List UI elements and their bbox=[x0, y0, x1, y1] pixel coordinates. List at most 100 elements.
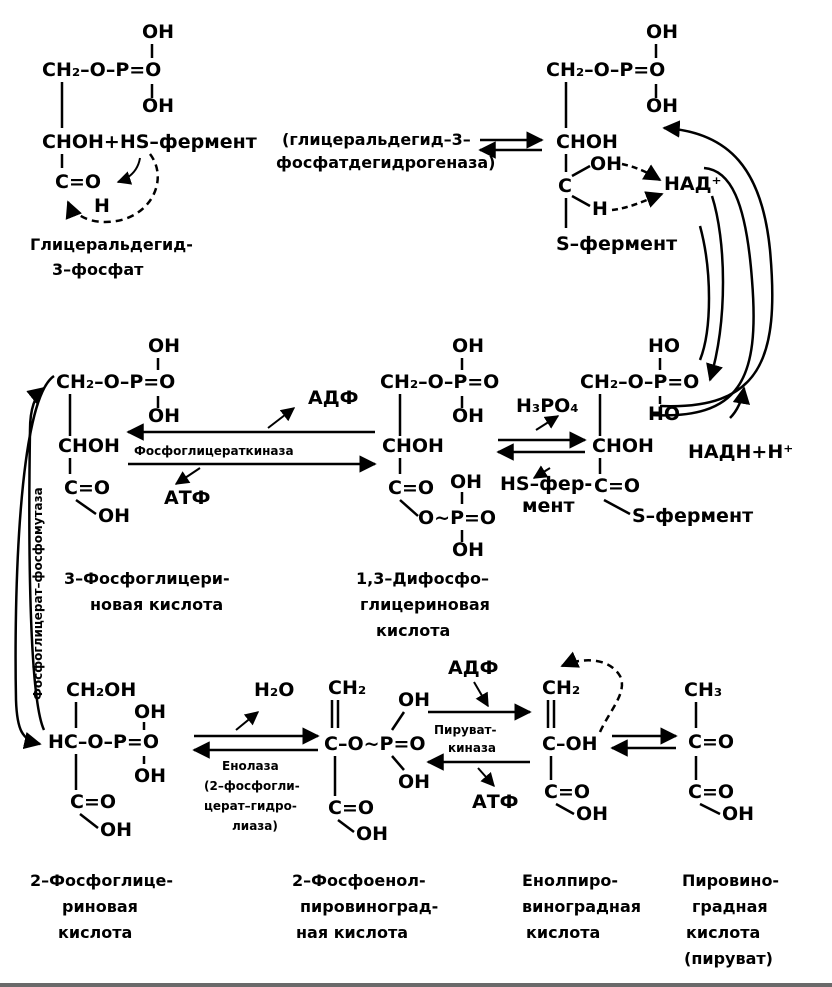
svg-text:OH: OH bbox=[646, 21, 678, 43]
svg-text:CH₂–O–P=O: CH₂–O–P=O bbox=[546, 59, 665, 81]
svg-text:CH₂–O–P=O: CH₂–O–P=O bbox=[580, 371, 699, 393]
svg-text:OH: OH bbox=[100, 819, 132, 841]
svg-text:OH: OH bbox=[722, 803, 754, 825]
tautomerization-arrows bbox=[610, 727, 678, 757]
svg-text:(2–фосфогли-: (2–фосфогли- bbox=[204, 779, 300, 793]
svg-text:2–Фосфоглице-: 2–Фосфоглице- bbox=[30, 871, 173, 890]
phosphorolysis-arrows: H₃PO₄ HS–фер- мент bbox=[496, 395, 592, 517]
adp-label: АДФ bbox=[448, 657, 498, 679]
svg-text:кислота: кислота bbox=[376, 621, 450, 640]
svg-text:OH: OH bbox=[590, 153, 622, 175]
svg-text:Пируват-: Пируват- bbox=[434, 723, 497, 737]
svg-text:CHOH: CHOH bbox=[382, 435, 444, 457]
svg-text:OH: OH bbox=[398, 689, 430, 711]
svg-text:3–Фосфоглицери-: 3–Фосфоглицери- bbox=[64, 569, 230, 588]
svg-text:CH₂: CH₂ bbox=[542, 677, 580, 699]
svg-text:CHOH: CHOH bbox=[592, 435, 654, 457]
mutase-label: Фосфоглицерат–фосфомутаза bbox=[31, 487, 45, 700]
adp-label: АДФ bbox=[308, 387, 358, 409]
svg-text:C=O: C=O bbox=[70, 791, 116, 813]
phosphoglycerate-mutase: Фосфоглицерат–фосфомутаза bbox=[14, 374, 55, 750]
svg-text:HC–O–P=O: HC–O–P=O bbox=[48, 731, 159, 753]
svg-text:OH: OH bbox=[134, 701, 166, 723]
svg-text:S–фермент: S–фермент bbox=[556, 233, 677, 255]
svg-text:виноградная: виноградная bbox=[522, 897, 641, 916]
svg-text:OH: OH bbox=[356, 823, 388, 845]
svg-text:CHOH: CHOH bbox=[58, 435, 120, 457]
svg-text:Енолаза: Енолаза bbox=[222, 759, 279, 773]
svg-text:CH₂–O–P=O: CH₂–O–P=O bbox=[380, 371, 499, 393]
svg-text:OH: OH bbox=[134, 765, 166, 787]
phosphoglycerate-kinase: АДФ Фосфоглицераткиназа АТФ bbox=[126, 387, 377, 509]
pyruvate: CH₃ C=O C=O OH Пировино- градная кислота… bbox=[682, 679, 779, 968]
compound-name: 3–фосфат bbox=[52, 260, 144, 279]
svg-text:CHOH: CHOH bbox=[556, 131, 618, 153]
pyruvate-kinase-step: АДФ Пируват- киназа АТФ bbox=[426, 657, 532, 813]
svg-text:C–O~P=O: C–O~P=O bbox=[324, 733, 426, 755]
enzyme-thiohemiacetal: OH CH₂–O–P=O OH CHOH OH C H S–фермент НА… bbox=[546, 21, 722, 255]
svg-text:CH₃: CH₃ bbox=[684, 679, 722, 701]
svg-text:O~P=O: O~P=O bbox=[418, 507, 496, 529]
svg-text:OH: OH bbox=[452, 405, 484, 427]
svg-text:CH₂–O–P=O: CH₂–O–P=O bbox=[56, 371, 175, 393]
water-label: H₂O bbox=[254, 679, 294, 701]
dehydrogenase-label: (глицеральдегид–3– фосфатдегидрогеназа) bbox=[276, 130, 495, 172]
nadh-label: НАДН+Н⁺ bbox=[688, 441, 793, 463]
carbonyl-label: C=O bbox=[55, 171, 101, 193]
nad-label: НАД⁺ bbox=[664, 173, 722, 195]
phosphoenolpyruvate: CH₂ OH C–O~P=O OH C=O OH 2–Фосфоенол- пи… bbox=[292, 677, 438, 942]
enzyme-thioester: HO CH₂–O–P=O HO CHOH C=O S–фермент НАДН+… bbox=[580, 335, 793, 527]
svg-text:HO: HO bbox=[648, 403, 680, 425]
svg-text:C=O: C=O bbox=[64, 477, 110, 499]
svg-text:C=O: C=O bbox=[688, 781, 734, 803]
2-phosphoglycerate: CH₂OH OH HC–O–P=O OH C=O OH 2–Фосфоглице… bbox=[30, 679, 173, 942]
svg-text:лиаза): лиаза) bbox=[232, 819, 278, 833]
svg-text:2–Фосфоенол-: 2–Фосфоенол- bbox=[292, 871, 426, 890]
svg-text:градная: градная bbox=[692, 897, 768, 916]
atp-label: АТФ bbox=[472, 791, 519, 813]
svg-text:OH: OH bbox=[576, 803, 608, 825]
svg-text:S–фермент: S–фермент bbox=[632, 505, 753, 527]
equilibrium-arrows-top bbox=[478, 131, 544, 159]
enolase-step: H₂O Енолаза (2–фосфогли- церат–гидро- ли… bbox=[192, 679, 320, 833]
svg-text:OH: OH bbox=[148, 335, 180, 357]
enolpyruvate: CH₂ C–OH C=O OH Енолпиро- виноградная ки… bbox=[522, 651, 641, 942]
svg-text:OH: OH bbox=[646, 95, 678, 117]
svg-text:кислота: кислота bbox=[58, 923, 132, 942]
svg-text:C: C bbox=[558, 175, 572, 197]
bottom-border bbox=[0, 983, 832, 987]
svg-text:HS–фер-: HS–фер- bbox=[500, 473, 592, 495]
svg-text:C=O: C=O bbox=[594, 475, 640, 497]
svg-text:OH: OH bbox=[450, 471, 482, 493]
kinase-label: Фосфоглицераткиназа bbox=[134, 444, 294, 458]
phosphate-formula: CH₂–O–P=O bbox=[42, 59, 161, 81]
svg-text:киназа: киназа bbox=[448, 741, 496, 755]
nad-reduction-loop bbox=[649, 120, 774, 419]
svg-text:фосфатдегидрогеназа): фосфатдегидрогеназа) bbox=[276, 153, 495, 172]
svg-text:C=O: C=O bbox=[544, 781, 590, 803]
svg-text:ная кислота: ная кислота bbox=[296, 923, 408, 942]
svg-text:C=O: C=O bbox=[388, 477, 434, 499]
compound-name: Глицеральдегид- bbox=[30, 235, 193, 254]
svg-text:церат–гидро-: церат–гидро- bbox=[204, 799, 297, 813]
svg-text:OH: OH bbox=[148, 405, 180, 427]
glyceraldehyde-3-phosphate: OH CH₂–O–P=O OH CHOH+HS–фермент C=O H Гл… bbox=[30, 21, 257, 279]
svg-text:C–OH: C–OH bbox=[542, 733, 598, 755]
1-3-bisphosphoglycerate: OH CH₂–O–P=O OH CHOH C=O OH O~P=O OH 1,3… bbox=[356, 335, 499, 640]
svg-text:CH₂OH: CH₂OH bbox=[66, 679, 136, 701]
svg-text:OH: OH bbox=[398, 771, 430, 793]
svg-text:глицериновая: глицериновая bbox=[360, 595, 490, 614]
svg-text:кислота: кислота bbox=[526, 923, 600, 942]
svg-text:H₃PO₄: H₃PO₄ bbox=[516, 395, 579, 417]
svg-text:(пируват): (пируват) bbox=[684, 949, 773, 968]
svg-text:C=O: C=O bbox=[328, 797, 374, 819]
h-label: H bbox=[94, 195, 110, 217]
choh-hs-enzyme: CHOH+HS–фермент bbox=[42, 131, 257, 153]
svg-text:C=O: C=O bbox=[688, 731, 734, 753]
svg-text:новая кислота: новая кислота bbox=[90, 595, 223, 614]
svg-text:риновая: риновая bbox=[62, 897, 138, 916]
svg-text:(глицеральдегид–3–: (глицеральдегид–3– bbox=[282, 130, 471, 149]
oh-label: OH bbox=[142, 95, 174, 117]
svg-text:пировиноград-: пировиноград- bbox=[300, 897, 438, 916]
